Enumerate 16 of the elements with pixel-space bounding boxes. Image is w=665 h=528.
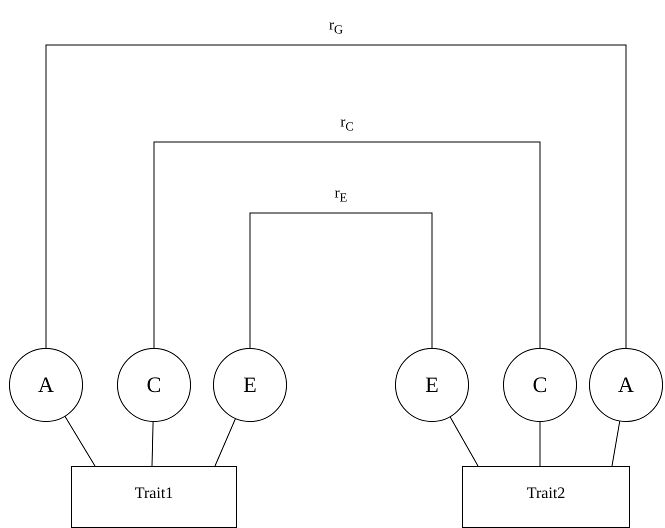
connector-line	[154, 142, 540, 348]
latent-factor-circle: E	[395, 348, 469, 422]
latent-factor-circle: A	[9, 348, 83, 422]
trait-box: Trait1	[71, 466, 237, 528]
latent-factor-circle: A	[589, 348, 663, 422]
connector-line	[152, 422, 154, 466]
connector-line	[250, 212, 432, 348]
connector-line	[450, 416, 478, 466]
latent-factor-circle: E	[213, 348, 287, 422]
trait-box: Trait2	[462, 466, 630, 528]
connector-line	[64, 416, 96, 466]
connector-line	[612, 420, 620, 466]
latent-factor-circle: C	[117, 348, 191, 422]
connector-line	[214, 418, 236, 466]
connector-line	[46, 44, 626, 348]
latent-factor-circle: C	[503, 348, 577, 422]
